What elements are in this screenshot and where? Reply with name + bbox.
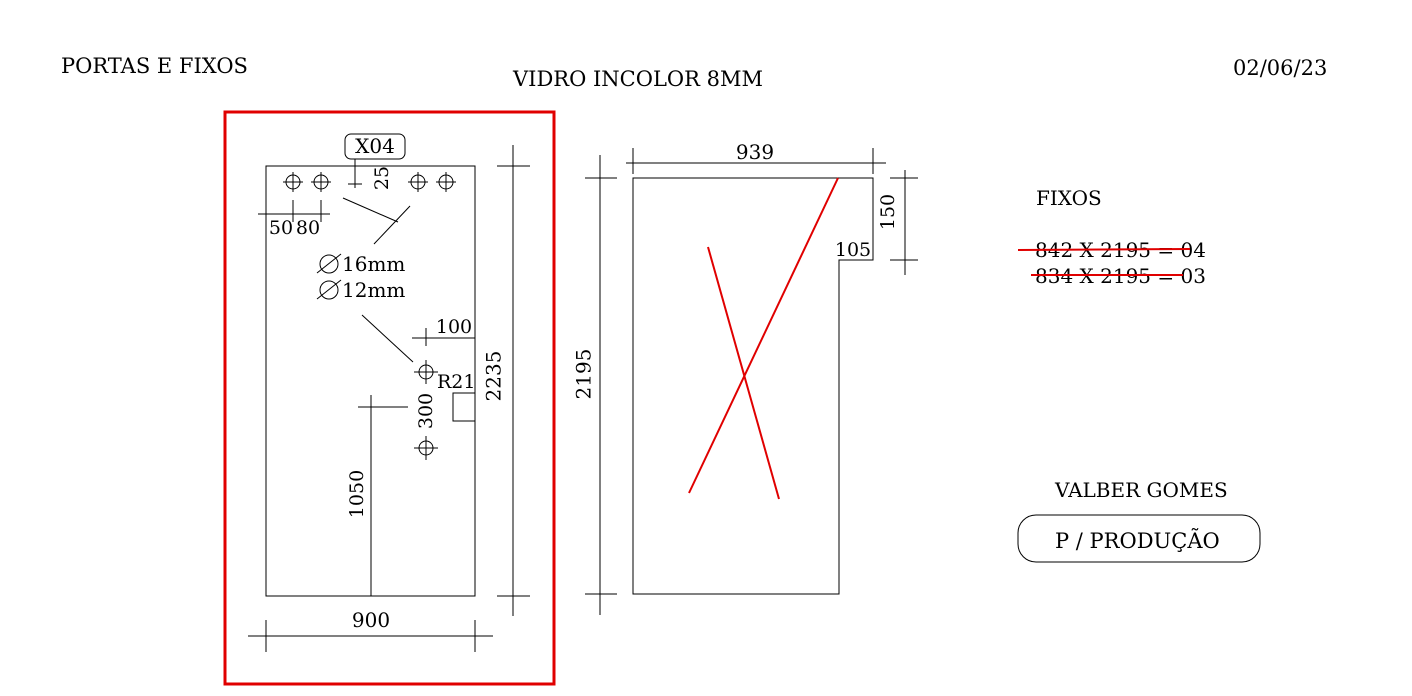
dim-panel-height: 2195 <box>572 349 596 400</box>
hinge-hole-1 <box>283 172 303 192</box>
hole-large-label: 16mm <box>342 252 405 276</box>
hinge-hole-4 <box>436 172 456 192</box>
strikethrough-1 <box>1017 248 1191 251</box>
cross-out-line-2 <box>707 246 780 500</box>
leader-line-lock <box>361 314 414 363</box>
dim-hole1: 50 <box>269 217 293 239</box>
lock-notch <box>452 392 475 422</box>
diameter-icon-small <box>316 279 342 300</box>
glass-spec: VIDRO INCOLOR 8MM <box>513 67 763 91</box>
door-tag: X04 <box>355 134 395 158</box>
hinge-hole-2 <box>311 172 331 192</box>
lock-hole-bottom <box>414 436 438 460</box>
hinge-hole-3 <box>408 172 428 192</box>
lock-hole-top <box>414 360 438 384</box>
door-highlight-frame <box>223 110 556 686</box>
notes-title: FIXOS <box>1036 186 1102 210</box>
dim-door-height: 2235 <box>482 351 506 402</box>
door-tag-box <box>344 133 406 160</box>
leader-line-right <box>373 205 411 245</box>
date: 02/06/23 <box>1233 56 1328 80</box>
dim-lock-spacing: 300 <box>415 393 437 429</box>
page-heading: PORTAS E FIXOS <box>61 54 248 78</box>
dim-handle-height: 1050 <box>346 470 368 518</box>
author-name: VALBER GOMES <box>1054 478 1228 502</box>
diameter-icon-large <box>316 253 342 274</box>
hole-small-label: 12mm <box>342 278 405 302</box>
leader-line-left <box>342 197 399 223</box>
radius-label: R21 <box>437 371 475 393</box>
cross-out-line-1 <box>688 177 839 494</box>
status-label: P / PRODUÇÃO <box>1055 529 1220 553</box>
status-box <box>1017 514 1261 563</box>
dim-notch-height: 150 <box>877 194 899 230</box>
dim-notch-width: 105 <box>835 239 871 261</box>
dim-lock-offset: 100 <box>436 316 472 338</box>
dim-top-offset: 25 <box>371 166 393 190</box>
dim-hole2: 80 <box>296 217 320 239</box>
fixed-panel-outline <box>632 177 874 595</box>
dim-panel-width: 939 <box>736 140 774 164</box>
dim-door-width: 900 <box>352 608 390 632</box>
